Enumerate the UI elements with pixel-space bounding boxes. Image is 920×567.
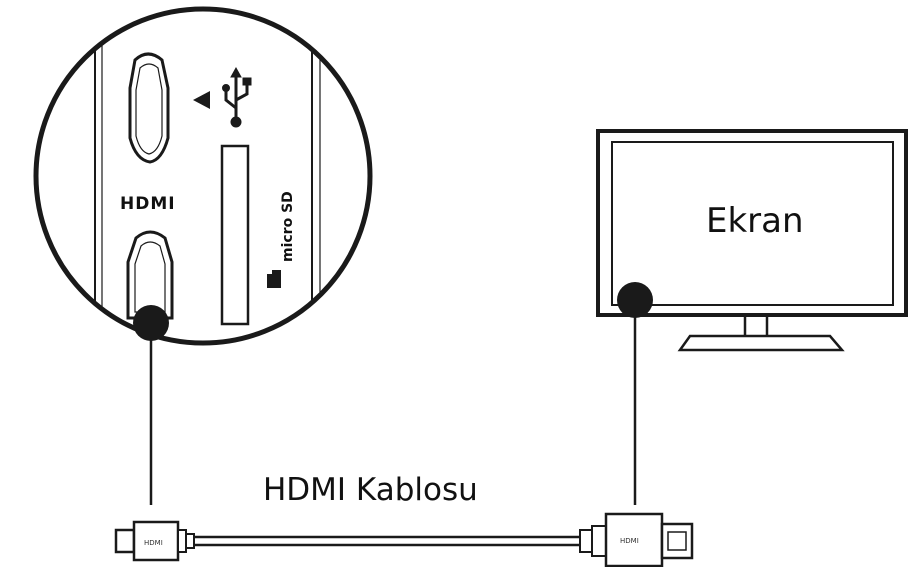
hdmi-cable: HDMI HDMI xyxy=(114,512,694,567)
cable-plug-left: HDMI xyxy=(114,520,195,562)
usb-icon xyxy=(222,66,252,128)
svg-text:HDMI: HDMI xyxy=(144,539,163,547)
hdmi-port-label: HDMI xyxy=(120,194,176,214)
micro-sd-card-icon xyxy=(267,270,281,288)
micro-sd-label: micro SD xyxy=(280,191,296,262)
monitor: Ekran xyxy=(596,129,908,352)
cable-plug-right: HDMI xyxy=(579,512,694,567)
cable-label: HDMI Kablosu xyxy=(263,472,478,508)
device-port-closeup: micro SD HDMI xyxy=(33,6,373,346)
micro-sd-slot xyxy=(220,144,250,326)
usb-port xyxy=(128,52,170,164)
monitor-label: Ekran xyxy=(706,201,804,241)
svg-text:HDMI: HDMI xyxy=(620,537,639,545)
left-arrow-icon xyxy=(193,91,210,109)
monitor-stand xyxy=(677,334,845,352)
monitor-screen xyxy=(611,141,894,306)
magnifier-circle xyxy=(33,6,373,346)
